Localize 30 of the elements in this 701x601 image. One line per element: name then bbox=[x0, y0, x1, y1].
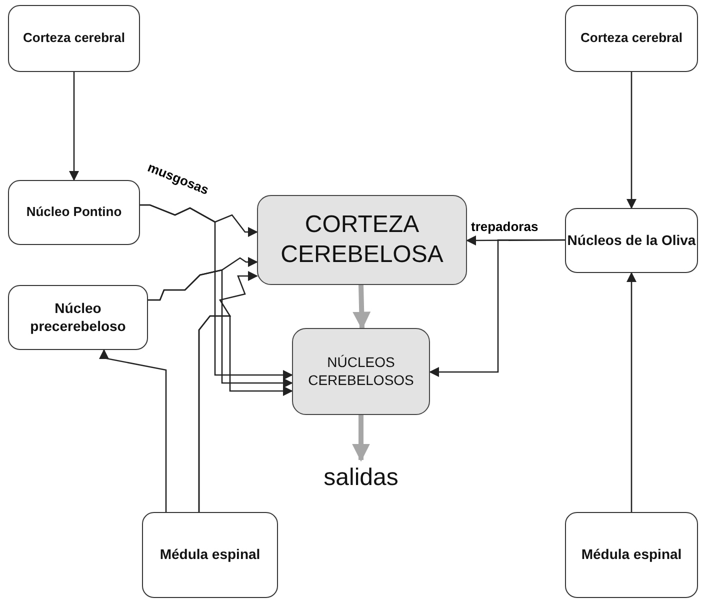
edge-label: trepadoras bbox=[470, 220, 540, 233]
region-box bbox=[142, 512, 278, 598]
region-box bbox=[565, 512, 698, 598]
node-label: Corteza cerebral bbox=[23, 30, 125, 47]
arrow bbox=[352, 415, 370, 462]
node-label: Médula espinal bbox=[160, 546, 260, 564]
region-box bbox=[8, 285, 148, 350]
region-box bbox=[8, 5, 140, 72]
node-label: Médula espinal bbox=[581, 546, 682, 564]
arrow bbox=[429, 239, 565, 377]
arrow bbox=[140, 204, 293, 380]
output-label: salidas bbox=[324, 463, 398, 493]
node-label: NÚCLEOS CEREBELOSOS bbox=[307, 354, 415, 389]
node-label: CORTEZA CEREBELOSA bbox=[280, 210, 444, 270]
node-label: Corteza cerebral bbox=[580, 30, 682, 47]
region-box bbox=[565, 208, 698, 273]
arrow bbox=[99, 349, 167, 512]
arrow bbox=[69, 72, 79, 181]
region-box bbox=[8, 180, 140, 245]
node-label: Núcleo Pontino bbox=[26, 204, 122, 221]
arrow bbox=[626, 72, 636, 209]
arrow bbox=[148, 269, 293, 388]
arrow bbox=[198, 315, 293, 512]
arrow bbox=[352, 284, 371, 330]
node-label: Núcleos de la Oliva bbox=[567, 232, 696, 250]
structure-box bbox=[257, 195, 467, 285]
arrow bbox=[626, 272, 636, 512]
node-label: Núcleo precerebeloso bbox=[29, 300, 127, 335]
region-box bbox=[565, 5, 698, 72]
structure-box bbox=[292, 328, 430, 415]
